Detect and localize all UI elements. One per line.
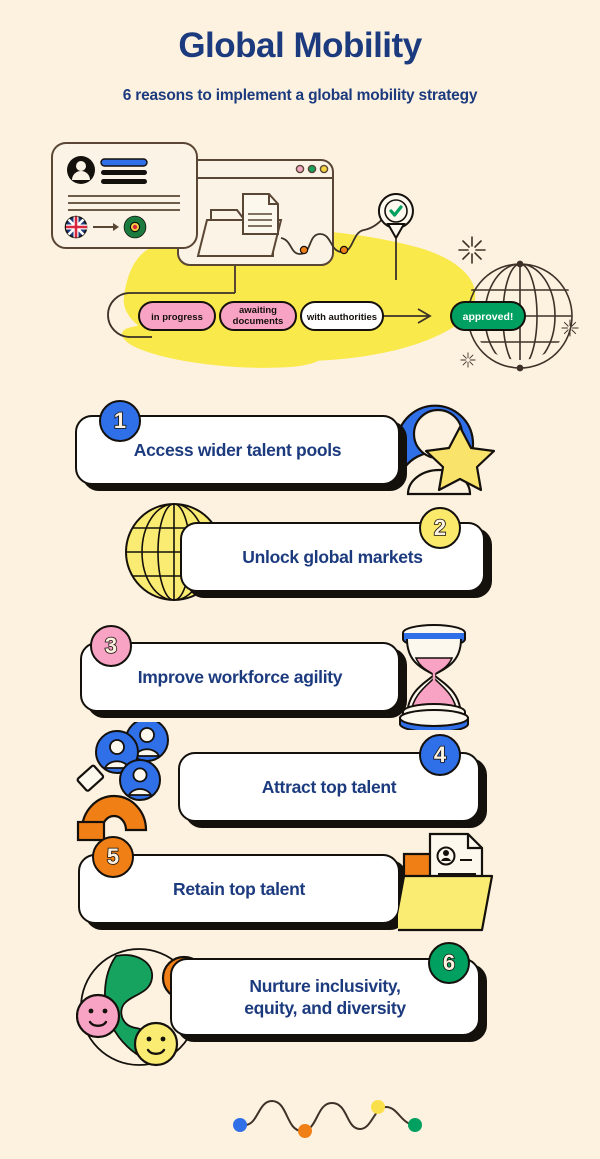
sparkle-icons: [458, 236, 579, 368]
status-pill-label: with authorities: [306, 312, 377, 323]
svg-text:awaiting: awaiting: [239, 305, 277, 316]
status-pill-label: approved!: [463, 311, 514, 323]
reason-label: Access wider talent pools: [133, 439, 342, 460]
reason-badge-1: 1: [99, 400, 141, 442]
reason-badge-3: 3: [90, 625, 132, 667]
reason-badge-2: 2: [419, 507, 461, 549]
reason-number: 2: [433, 514, 447, 541]
page-subtitle: 6 reasons to implement a global mobility…: [122, 87, 478, 104]
reason-badge-4: 4: [419, 734, 461, 776]
wave-dot-blue: [233, 1118, 247, 1132]
hero-illustration: in progress awaiting documents with auth…: [0, 128, 600, 386]
reason-label: Attract top talent: [261, 776, 397, 797]
reason-number: 3: [104, 632, 118, 659]
status-pill-awaiting-documents: awaiting documents: [219, 301, 297, 331]
svg-text:documents: documents: [233, 316, 284, 327]
header: Global Mobility 6 reasons to implement a…: [0, 0, 600, 105]
magnet-with-people-icon: [62, 718, 222, 847]
status-pill-approved: approved!: [450, 301, 526, 331]
reason-card-6[interactable]: Nurture inclusivity, equity, and diversi…: [170, 958, 480, 1036]
status-pill-with-authorities: with authorities: [300, 301, 384, 331]
progress-squiggle: [280, 215, 386, 255]
reason-label: Retain top talent: [173, 878, 305, 899]
portugal-flag-icon: [123, 215, 147, 239]
reason-badge-6: 6: [428, 942, 470, 984]
reason-number: 1: [113, 407, 127, 434]
reason-label: Unlock global markets: [242, 546, 423, 567]
reason-number: 4: [433, 741, 447, 768]
reason-number: 6: [442, 949, 456, 976]
approved-check-pin-icon: [377, 193, 414, 280]
folder-with-cv-icon: [392, 832, 508, 937]
reason-label: Nurture inclusivity, equity, and diversi…: [244, 975, 406, 1018]
page-title: Global Mobility: [178, 26, 422, 65]
reasons-list: Access wider talent pools 1: [0, 392, 600, 1072]
uk-flag-icon: [64, 215, 88, 239]
wave-dot-green: [408, 1118, 422, 1132]
wave-dot-orange: [298, 1124, 312, 1138]
footer-squiggle-wave: [0, 1085, 600, 1145]
profile-card-icon: [51, 142, 198, 249]
hourglass-icon: [395, 620, 473, 733]
reason-badge-5: 5: [92, 836, 134, 878]
reason-label: Improve workforce agility: [137, 666, 343, 687]
reason-number: 5: [106, 843, 120, 870]
status-pill-label: in progress: [151, 312, 203, 323]
reason-card-3[interactable]: Improve workforce agility: [80, 642, 400, 712]
wave-dot-yellow: [371, 1100, 385, 1114]
status-pill-in-progress: in progress: [138, 301, 216, 331]
person-with-star-icon: [390, 397, 525, 507]
